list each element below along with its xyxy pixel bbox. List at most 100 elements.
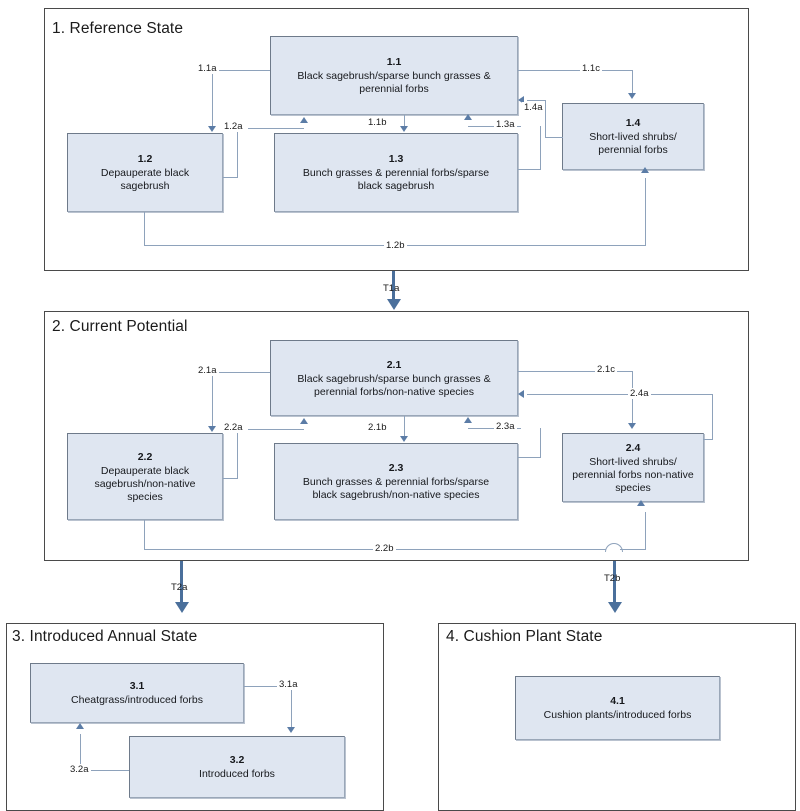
transition-t2a-label: T2a [171,582,188,593]
phase-1-1-line2: perennial forbs [359,83,429,95]
transition-t2a-line [180,561,183,604]
phase-2-2-line1: Depauperate black [100,464,190,477]
pathway-2-1a-arrowhead [208,426,216,432]
pathway-2-4a-arrowhead [518,390,524,398]
state-4-title: 4. Cushion Plant State [446,628,603,645]
pathway-2-2b-seg-v1 [144,520,145,550]
pathway-2-1b-label: 2.1b [366,422,389,433]
pathway-1-2a-label: 1.2a [222,121,245,132]
phase-1-4-line1: Short-lived shrubs/ [589,131,677,143]
pathway-1-2b-seg-v2 [645,178,646,246]
pathway-2-1a-label: 2.1a [196,365,219,376]
pathway-3-2a-seg-h [80,770,129,771]
pathway-2-3a-seg-h1 [518,457,541,458]
state-2-title: 2. Current Potential [52,318,188,335]
pathway-2-2a-seg-h2 [248,429,304,430]
pathway-2-2b-label: 2.2b [373,543,396,554]
pathway-1-4a-label: 1.4a [522,102,545,113]
phase-4-1-number: 4.1 [610,695,625,707]
phase-1-1-line1: Black sagebrush/sparse bunch grasses & [297,70,491,82]
pathway-3-1a-arrowhead [287,727,295,733]
pathway-2-2a-arrowhead [300,418,308,424]
phase-2-3-line2: black sagebrush/non-native species [312,489,480,501]
pathway-1-3a-seg-h1 [518,169,541,170]
pathway-1-1a-arrowhead [208,126,216,132]
pathway-2-1c-arrowhead [628,423,636,429]
phase-box-1-3[interactable]: 1.3 Bunch grasses & perennial forbs/spar… [274,133,518,212]
pathway-1-1a-seg-v [212,70,213,127]
pathway-1-1c-seg-h [518,70,633,71]
phase-box-3-2[interactable]: 3.2 Introduced forbs [129,736,345,798]
transition-t1a-label: T1a [383,283,400,294]
pathway-2-2b-arrowhead [637,500,645,506]
phase-box-1-1[interactable]: 1.1 Black sagebrush/sparse bunch grasses… [270,36,518,115]
pathway-1-2b-arrowhead [641,167,649,173]
pathway-1-3a-arrowhead [464,114,472,120]
pathway-2-1a-seg-h [212,372,270,373]
pathway-3-1a-label: 3.1a [277,679,300,690]
phase-2-2-line2: sagebrush/non-native [94,477,196,490]
phase-2-4-line3: species [615,481,651,494]
pathway-1-2b-label: 1.2b [384,240,407,251]
pathway-3-2a-seg-v [80,734,81,771]
phase-4-1-line1: Cushion plants/introduced forbs [543,709,692,721]
pathway-2-2a-seg-h1 [223,478,238,479]
phase-2-3-number: 2.3 [388,462,404,474]
pathway-2-3a-arrowhead [464,417,472,423]
pathway-2-4a-seg-h2 [527,394,713,395]
pathway-1-2a-seg-h2 [248,128,304,129]
phase-2-1-line2: perennial forbs/non-native species [314,385,474,398]
pathway-1-1c-seg-v [632,70,633,94]
pathway-2-1b-seg-v [404,416,405,436]
phase-1-4-line2: perennial forbs [598,144,668,156]
phase-1-2-number: 1.2 [137,153,153,165]
pathway-1-1b-arrowhead [400,126,408,132]
phase-3-1-line1: Cheatgrass/introduced forbs [71,694,203,706]
pathway-2-4a-seg-h1 [703,439,713,440]
phase-1-1-number: 1.1 [386,56,402,68]
pathway-2-1b-arrowhead [400,436,408,442]
transition-t1a-arrowhead [387,299,401,310]
pathway-1-1c-label: 1.1c [580,63,602,74]
pathway-1-2b-seg-v1 [144,212,145,245]
pathway-2-1c-label: 2.1c [595,364,617,375]
phase-3-2-line1: Introduced forbs [199,768,275,780]
phase-box-4-1[interactable]: 4.1 Cushion plants/introduced forbs [515,676,720,740]
phase-box-2-4[interactable]: 2.4 Short-lived shrubs/ perennial forbs … [562,433,704,502]
phase-box-1-2[interactable]: 1.2 Depauperate black sagebrush [67,133,223,212]
state-1-title: 1. Reference State [52,20,184,37]
state-3-title: 3. Introduced Annual State [12,628,198,645]
transition-t2b-line [613,561,616,604]
pathway-2-3a-seg-v1 [540,428,541,458]
pathway-2-4a-seg-v [712,394,713,440]
pathway-3-2a-label: 3.2a [68,764,91,775]
pathway-1-4a-arrowhead [518,96,524,104]
phase-1-2-line1: Depauperate black [100,167,190,179]
pathway-2-2a-seg-v1 [237,429,238,479]
phase-2-4-line1: Short-lived shrubs/ [589,455,677,468]
pathway-1-1c-arrowhead [628,93,636,99]
phase-1-3-number: 1.3 [388,153,404,165]
pathway-3-1a-seg-h [244,686,292,687]
phase-box-2-2[interactable]: 2.2 Depauperate black sagebrush/non-nati… [67,433,223,520]
phase-box-3-1[interactable]: 3.1 Cheatgrass/introduced forbs [30,663,244,723]
phase-2-4-number: 2.4 [625,441,641,454]
pathway-2-3a-label: 2.3a [494,421,517,432]
pathway-3-1a-seg-v [291,686,292,728]
pathway-1-3a-label: 1.3a [494,119,517,130]
pathway-1-2a-seg-v1 [237,128,238,178]
transition-t2a-arrowhead [175,602,189,613]
phase-1-3-line1: Bunch grasses & perennial forbs/sparse [302,167,490,179]
phase-box-2-1[interactable]: 2.1 Black sagebrush/sparse bunch grasses… [270,340,518,416]
pathway-1-4a-seg-h1 [545,137,563,138]
pathway-3-2a-arrowhead [76,723,84,729]
pathway-2-1c-seg-h [518,371,633,372]
phase-box-2-3[interactable]: 2.3 Bunch grasses & perennial forbs/spar… [274,443,518,520]
pathway-1-1b-label: 1.1b [366,117,389,128]
pathway-1-4a-seg-v [545,100,546,138]
phase-2-1-line1: Black sagebrush/sparse bunch grasses & [297,372,491,385]
transition-t2b-arrowhead [608,602,622,613]
pathway-2-2b-seg-h2 [620,549,646,550]
phase-box-1-4[interactable]: 1.4 Short-lived shrubs/ perennial forbs [562,103,704,170]
